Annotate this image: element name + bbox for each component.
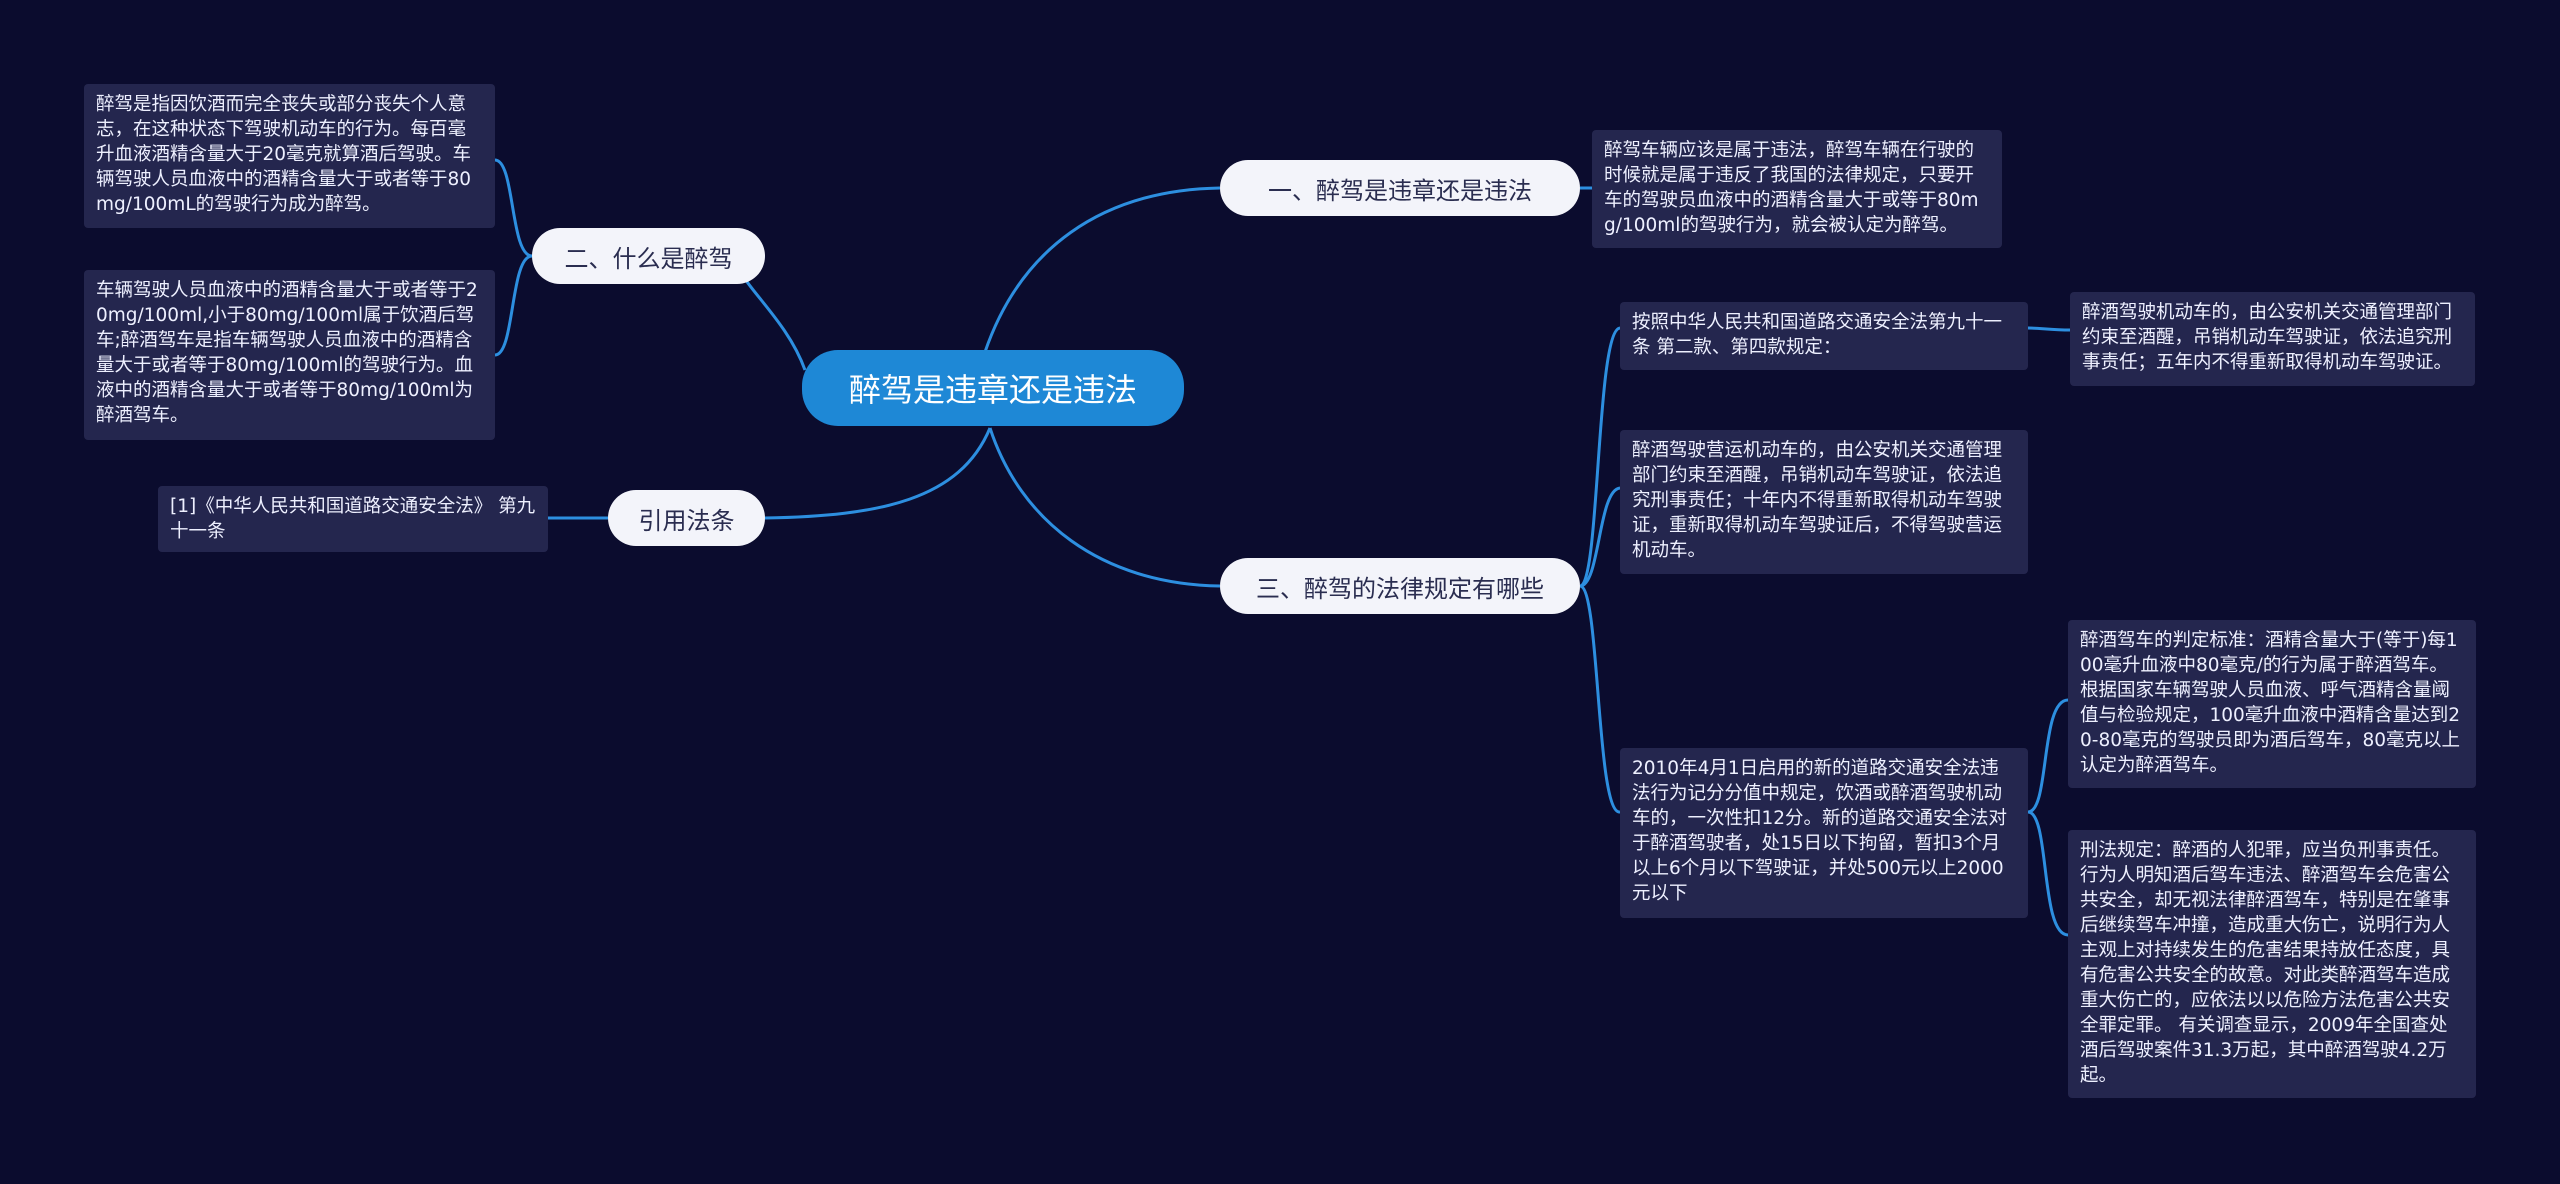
detail-text: 醉驾是指因饮酒而完全丧失或部分丧失个人意志，在这种状态下驾驶机动车的行为。每百毫… xyxy=(96,94,472,215)
detail-cited-law: [1]《中华人民共和国道路交通安全法》 第九十一条 xyxy=(158,486,548,552)
detail-article-penalty: 醉酒驾驶机动车的，由公安机关交通管理部门约束至酒醒，吊销机动车驾驶证，依法追究刑… xyxy=(2070,292,2475,386)
topic-label: 二、什么是醉驾 xyxy=(564,244,733,273)
detail-text: 醉酒驾车的判定标准：酒精含量大于(等于)每100毫升血液中80毫克/的行为属于醉… xyxy=(2080,630,2461,776)
link-t2-bracket xyxy=(494,158,533,357)
topic-what-is-drunk-driving[interactable]: 二、什么是醉驾 xyxy=(532,228,765,284)
link-root-t3 xyxy=(988,427,1221,588)
topic-violation-or-infraction[interactable]: 一、醉驾是违章还是违法 xyxy=(1220,160,1580,216)
detail-operating-vehicle: 醉酒驾驶营运机动车的，由公安机关交通管理部门约束至酒醒，吊销机动车驾驶证，依法追… xyxy=(1620,430,2028,574)
detail-traffic-law-article: 按照中华人民共和国道路交通安全法第九十一条 第二款、第四款规定： xyxy=(1620,302,2028,370)
detail-text: 醉驾车辆应该是属于违法，醉驾车辆在行驶的时候就是属于违反了我国的法律规定，只要开… xyxy=(1604,140,1979,236)
topic-label: 三、醉驾的法律规定有哪些 xyxy=(1256,574,1544,603)
detail-text: 车辆驾驶人员血液中的酒精含量大于或者等于20mg/100ml,小于80mg/10… xyxy=(96,280,478,426)
detail-criminal-law: 刑法规定：醉酒的人犯罪，应当负刑事责任。行为人明知酒后驾车违法、醉酒驾车会危害公… xyxy=(2068,830,2476,1098)
link-root-t4 xyxy=(764,427,992,520)
link-t3-law-detail xyxy=(2027,326,2071,332)
topic-label: 一、醉驾是违章还是违法 xyxy=(1268,176,1532,205)
topic-legal-provisions[interactable]: 三、醉驾的法律规定有哪些 xyxy=(1220,558,1580,614)
root-node[interactable]: 醉驾是违章还是违法 xyxy=(802,350,1184,426)
detail-text: 刑法规定：醉酒的人犯罪，应当负刑事责任。行为人明知酒后驾车违法、醉酒驾车会危害公… xyxy=(2080,840,2451,1086)
detail-determination-standard: 醉酒驾车的判定标准：酒精含量大于(等于)每100毫升血液中80毫克/的行为属于醉… xyxy=(2068,620,2476,788)
detail-text: [1]《中华人民共和国道路交通安全法》 第九十一条 xyxy=(170,496,536,542)
link-root-t1 xyxy=(983,186,1221,353)
detail-definition-1: 醉驾是指因饮酒而完全丧失或部分丧失个人意志，在这种状态下驾驶机动车的行为。每百毫… xyxy=(84,84,495,228)
topic-label: 引用法条 xyxy=(638,506,735,535)
link-t3-bracket xyxy=(1579,326,1621,814)
detail-text: 按照中华人民共和国道路交通安全法第九十一条 第二款、第四款规定： xyxy=(1632,312,2003,358)
link-t3-2010-bracket xyxy=(2027,698,2069,937)
detail-text: 醉酒驾驶机动车的，由公安机关交通管理部门约束至酒醒，吊销机动车驾驶证，依法追究刑… xyxy=(2082,302,2453,373)
detail-text: 醉酒驾驶营运机动车的，由公安机关交通管理部门约束至酒醒，吊销机动车驾驶证，依法追… xyxy=(1632,440,2003,561)
detail-definition-2: 车辆驾驶人员血液中的酒精含量大于或者等于20mg/100ml,小于80mg/10… xyxy=(84,270,495,440)
detail-text: 2010年4月1日启用的新的道路交通安全法违法行为记分分值中规定，饮酒或醉酒驾驶… xyxy=(1632,758,2008,904)
root-label: 醉驾是违章还是违法 xyxy=(848,371,1137,409)
detail-violation-explanation: 醉驾车辆应该是属于违法，醉驾车辆在行驶的时候就是属于违反了我国的法律规定，只要开… xyxy=(1592,130,2002,248)
detail-2010-regulation: 2010年4月1日启用的新的道路交通安全法违法行为记分分值中规定，饮酒或醉酒驾驶… xyxy=(1620,748,2028,918)
topic-cited-laws[interactable]: 引用法条 xyxy=(608,490,765,546)
